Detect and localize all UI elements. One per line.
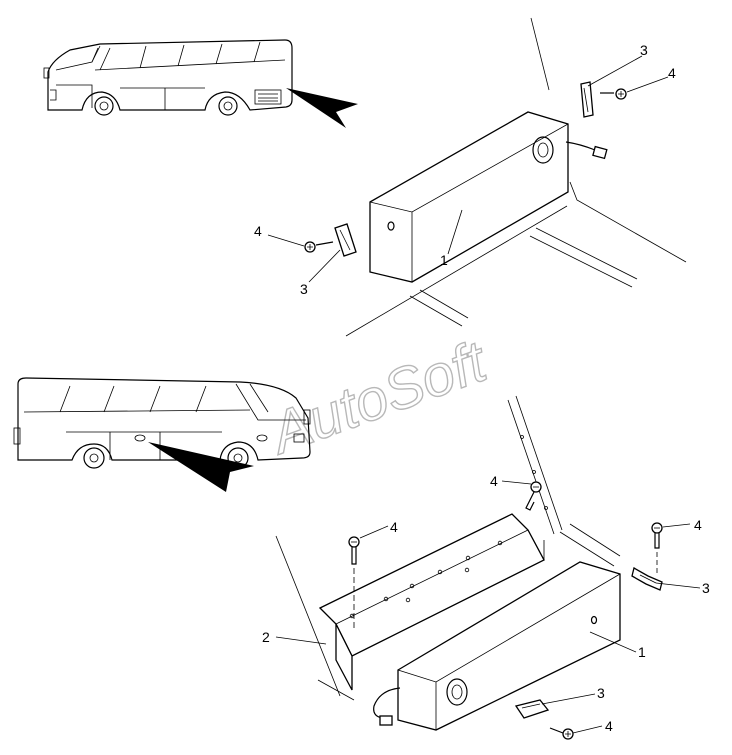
- screw-bottom-bottom: [549, 727, 574, 740]
- callout-top-clip-left: 3: [300, 281, 308, 297]
- screw-top-right: [600, 88, 627, 100]
- location-arrow-top: [286, 88, 358, 128]
- leaders-bottom: [275, 480, 701, 734]
- callout-bot-bracket: 2: [262, 629, 270, 645]
- wall-lines-top: [345, 17, 687, 337]
- callout-bot-clip-right: 3: [702, 580, 710, 596]
- screw-bottom-left: [348, 536, 360, 628]
- callout-bot-screw-bottom: 4: [605, 718, 613, 734]
- screw-top-left: [304, 241, 334, 253]
- clip-top-left: [334, 223, 357, 257]
- callout-bot-clip-bottom: 3: [597, 685, 605, 701]
- callout-bot-screw-left: 4: [390, 519, 398, 535]
- clip-bottom-bottom: [514, 699, 550, 719]
- callout-bot-speaker: 1: [638, 644, 646, 660]
- callout-top-screw-left: 4: [254, 223, 262, 239]
- speaker-box-top: [369, 111, 608, 283]
- location-arrow-bottom: [148, 442, 254, 492]
- callout-bot-screw-right: 4: [694, 517, 702, 533]
- bus-side-view-top: [43, 39, 293, 116]
- clip-bottom-right: [631, 567, 663, 591]
- wall-lines-bottom: [275, 395, 621, 701]
- speaker-box-bottom: [373, 561, 621, 731]
- callout-bot-screw-top: 4: [490, 473, 498, 489]
- callout-top-clip-right: 3: [640, 42, 648, 58]
- callout-top-screw-right: 4: [668, 65, 676, 81]
- callout-top-speaker: 1: [440, 252, 448, 268]
- clip-top-right: [580, 81, 594, 118]
- screw-bottom-top: [525, 481, 542, 511]
- mounting-bracket: [318, 513, 545, 691]
- bus-side-view-bottom: [13, 377, 311, 469]
- screw-bottom-right: [651, 522, 663, 574]
- leaders-top: [267, 55, 669, 283]
